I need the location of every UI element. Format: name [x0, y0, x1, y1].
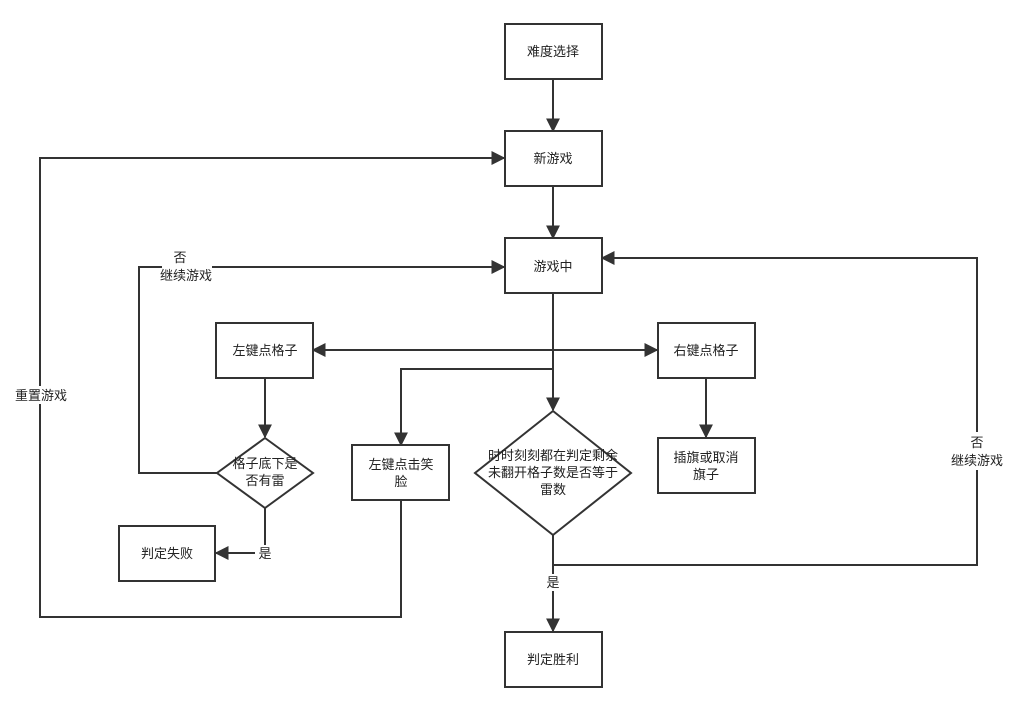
- edge-label-yes-fail-text: 是: [258, 547, 271, 562]
- node-judge-win: 判定胜利: [504, 631, 603, 688]
- edge-to-left-click-smile: [394, 368, 553, 447]
- edge-label-continue-left: 继续游戏: [160, 269, 212, 284]
- node-difficulty-select-label: 难度选择: [527, 44, 579, 60]
- node-flag-toggle: 插旗或取消 旗子: [657, 437, 756, 494]
- node-new-game-label: 新游戏: [533, 151, 572, 167]
- node-win-check-diamond: 时时刻刻都在判定剩余 未翻开格子数是否等于 雷数: [473, 409, 633, 537]
- edge-label-no-continue-left: 否 继续游戏: [160, 250, 212, 284]
- node-left-click-cell: 左键点格子: [215, 322, 314, 379]
- node-win-check-line-3: 雷数: [540, 483, 566, 498]
- edge-reset-to-new-game: [39, 151, 506, 618]
- node-difficulty-select: 难度选择: [504, 23, 603, 80]
- node-left-click-smile-line-2: 脸: [394, 475, 407, 490]
- node-flag-toggle-line-1: 插旗或取消: [673, 450, 738, 466]
- edge-label-reset-game: 重置游戏: [12, 386, 70, 404]
- edge-label-reset-game-text: 重置游戏: [15, 388, 67, 404]
- edge-label-no-continue-right: 否 继续游戏: [948, 432, 1006, 470]
- edge-label-yes-fail: 是: [255, 545, 275, 562]
- node-in-game-label: 游戏中: [533, 260, 572, 275]
- node-right-click-cell: 右键点格子: [657, 322, 756, 379]
- node-left-click-cell-label: 左键点格子: [232, 343, 297, 359]
- edge-label-continue-right: 继续游戏: [951, 454, 1003, 469]
- edge-label-yes-win-text: 是: [546, 576, 559, 591]
- node-judge-fail: 判定失败: [118, 525, 216, 582]
- node-flag-toggle-line-2: 旗子: [693, 467, 719, 483]
- edge-mine-check-no-continue: [138, 260, 506, 474]
- node-left-click-smile-line-1: 左键点击笑: [368, 457, 433, 473]
- node-judge-win-label: 判定胜利: [527, 653, 579, 668]
- node-win-check-line-2: 未翻开格子数是否等于: [488, 465, 618, 481]
- node-mine-check-diamond: 格子底下是 否有雷: [215, 436, 315, 510]
- edge-label-no-right: 否: [970, 436, 983, 451]
- node-win-check-line-1: 时时刻刻都在判定剩余: [488, 448, 618, 464]
- node-mine-check-line-2: 否有雷: [245, 474, 284, 489]
- edge-win-check-no-continue: [552, 251, 978, 566]
- node-mine-check-line-1: 格子底下是: [232, 456, 297, 472]
- node-judge-fail-label: 判定失败: [141, 547, 193, 562]
- node-left-click-smile: 左键点击笑 脸: [351, 444, 450, 501]
- node-in-game: 游戏中: [504, 237, 603, 294]
- node-right-click-cell-label: 右键点格子: [673, 343, 738, 359]
- edge-label-no-left: 否: [173, 251, 186, 266]
- edge-label-yes-win: 是: [543, 574, 563, 591]
- node-new-game: 新游戏: [504, 130, 603, 187]
